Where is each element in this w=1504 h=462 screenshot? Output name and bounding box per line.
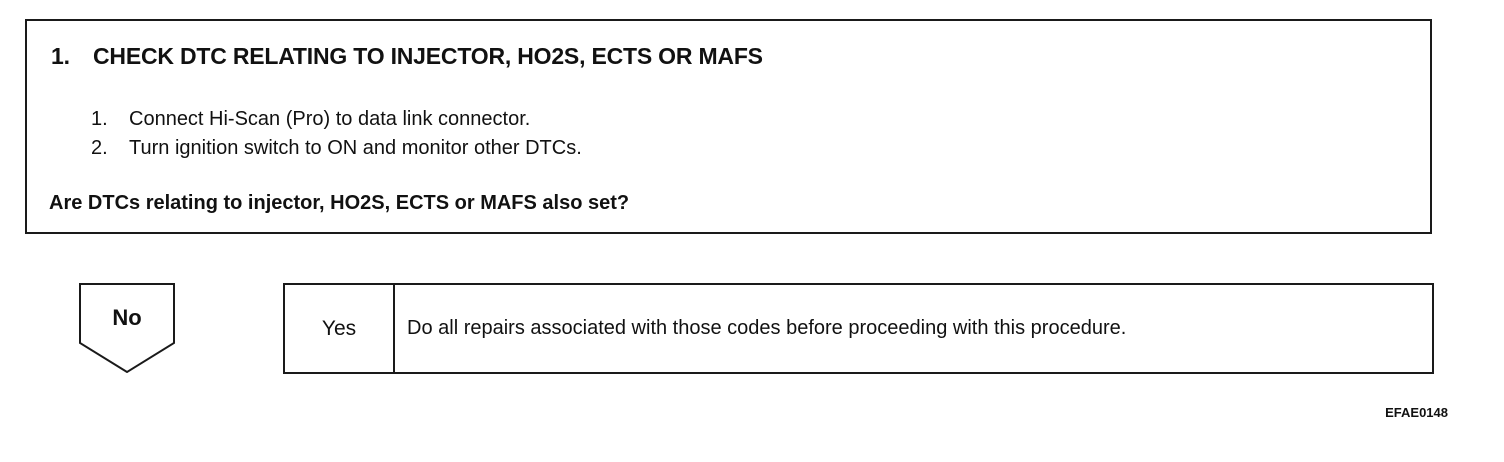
substep-item: 2. Turn ignition switch to ON and monitor… <box>91 134 582 163</box>
yes-branch-text: Do all repairs associated with those cod… <box>407 317 1127 339</box>
yes-branch-box: Yes Do all repairs associated with those… <box>283 283 1434 374</box>
substep-list: 1. Connect Hi-Scan (Pro) to data link con… <box>91 105 582 163</box>
no-branch-label: No <box>112 305 142 330</box>
substep-text: Turn ignition switch to ON and monitor o… <box>129 137 582 159</box>
substep-number: 2. <box>91 137 108 159</box>
step-question: Are DTCs relating to injector, HO2S, ECT… <box>49 192 630 214</box>
step-title: 1. CHECK DTC RELATING TO INJECTOR, HO2S, … <box>51 43 763 70</box>
down-arrow-icon <box>79 283 175 373</box>
substep-item: 1. Connect Hi-Scan (Pro) to data link con… <box>91 105 582 134</box>
step-title-text: CHECK DTC RELATING TO INJECTOR, HO2S, EC… <box>93 43 763 69</box>
substep-number: 1. <box>91 108 108 130</box>
no-branch-arrow: No <box>79 283 175 373</box>
yes-branch-label: Yes <box>285 285 395 372</box>
step-number: 1. <box>51 43 70 69</box>
step-box: 1. CHECK DTC RELATING TO INJECTOR, HO2S, … <box>25 19 1432 234</box>
substep-text: Connect Hi-Scan (Pro) to data link conne… <box>129 108 531 130</box>
figure-code: EFAE0148 <box>1385 405 1448 420</box>
